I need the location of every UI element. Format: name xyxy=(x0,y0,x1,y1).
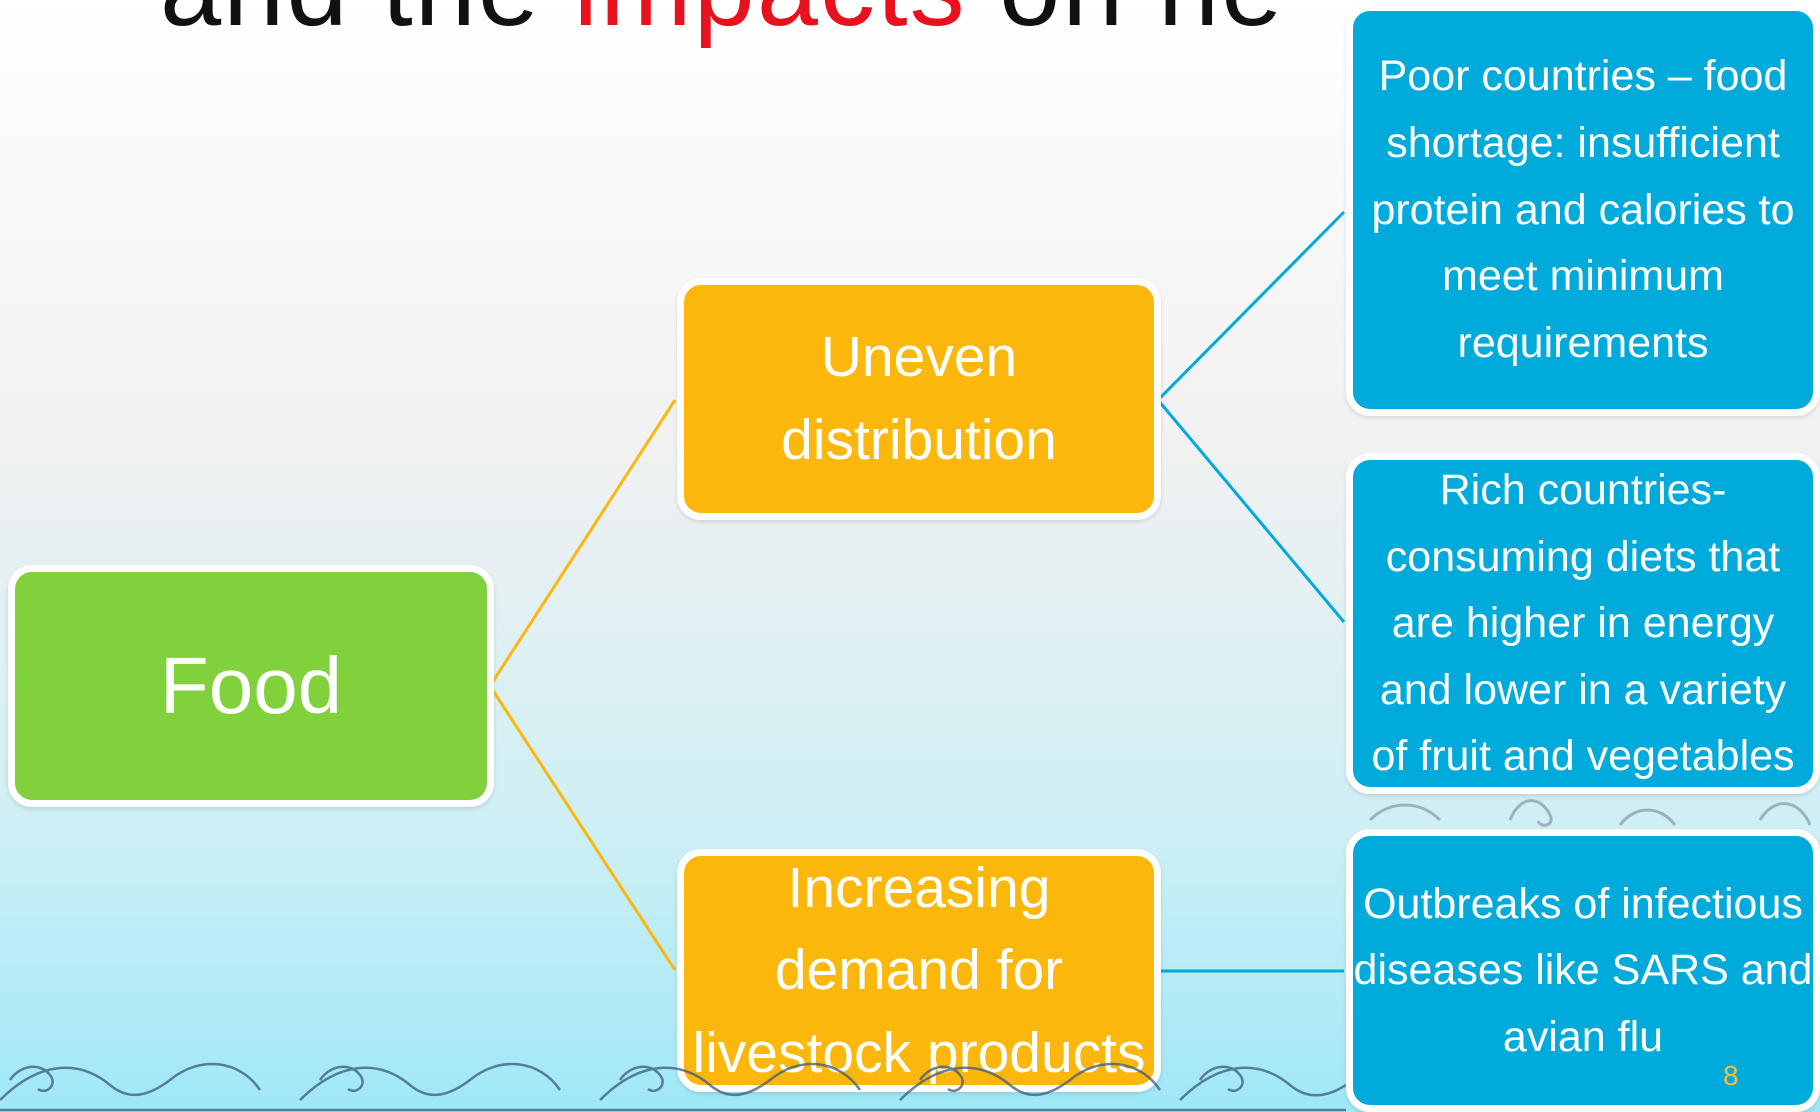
title-part-1: and the xyxy=(160,0,574,49)
page-number: 8 xyxy=(1723,1060,1739,1091)
node-rich-countries: Rich countries- consuming diets that are… xyxy=(1346,453,1820,794)
node-livestock-demand: Increasing demand for livestock products xyxy=(677,849,1161,1092)
node-outbreaks-label: Outbreaks of infectious diseases like SA… xyxy=(1353,879,1813,1061)
cloud-decoration xyxy=(1368,799,1812,827)
node-rich-countries-label: Rich countries- consuming diets that are… xyxy=(1371,465,1795,781)
wave-decoration xyxy=(0,1062,1346,1112)
title-part-red: impacts xyxy=(574,0,967,49)
connector-uneven-poor xyxy=(1156,210,1346,402)
node-poor-countries: Poor countries – food shortage: insuffic… xyxy=(1346,4,1820,416)
node-livestock-demand-label: Increasing demand for livestock products xyxy=(692,855,1146,1085)
connector-food-uneven xyxy=(488,399,677,687)
node-food-label: Food xyxy=(159,641,343,730)
node-poor-countries-label: Poor countries – food shortage: insuffic… xyxy=(1371,52,1795,367)
node-outbreaks: Outbreaks of infectious diseases like SA… xyxy=(1346,829,1820,1112)
connector-food-livestock xyxy=(488,685,677,971)
node-uneven-distribution-label: Uneven distribution xyxy=(781,325,1057,472)
node-food: Food xyxy=(8,565,494,807)
slide-title-fragment: and the impacts on he xyxy=(160,0,1560,49)
title-part-2: on he xyxy=(967,0,1285,49)
connector-uneven-rich xyxy=(1156,399,1346,623)
node-uneven-distribution: Uneven distribution xyxy=(677,278,1161,520)
